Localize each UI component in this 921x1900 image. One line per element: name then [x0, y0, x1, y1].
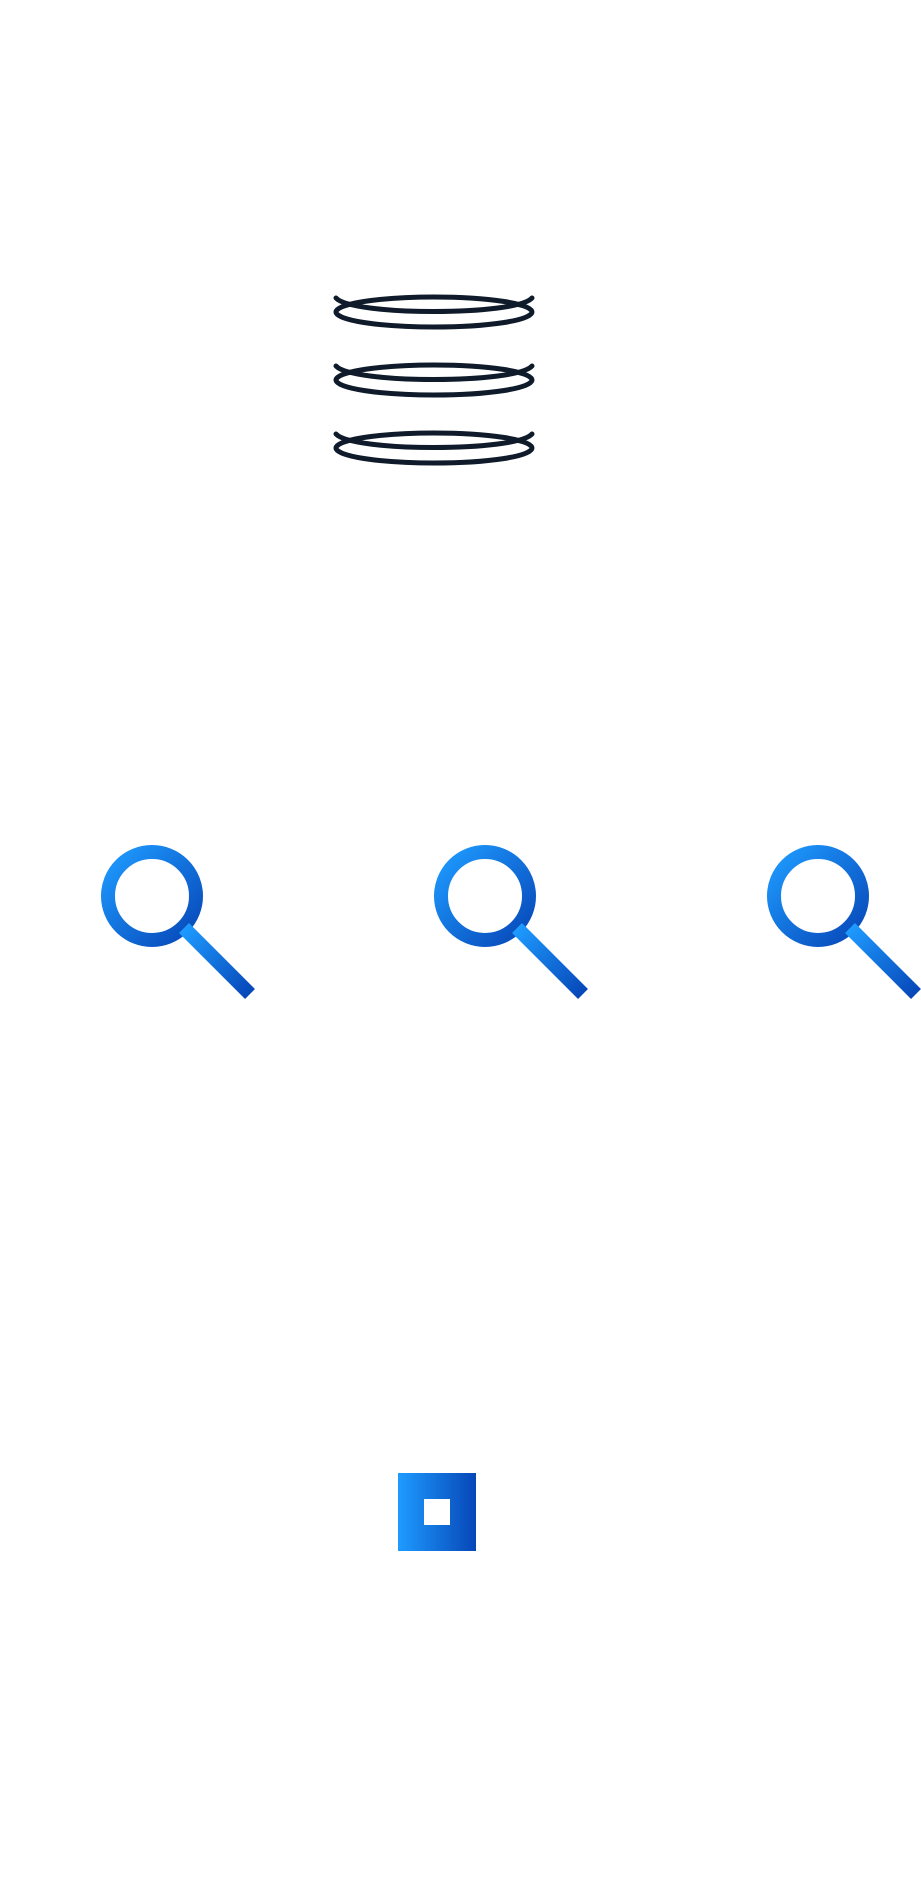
database-disk-middle	[333, 362, 535, 398]
database-icon	[332, 290, 536, 472]
search-icon	[766, 844, 921, 1004]
database-disk-bottom	[333, 430, 535, 466]
search-icon	[100, 844, 260, 1004]
database-disk-top	[333, 294, 535, 330]
square-frame-icon	[398, 1473, 476, 1551]
search-icon	[433, 844, 593, 1004]
